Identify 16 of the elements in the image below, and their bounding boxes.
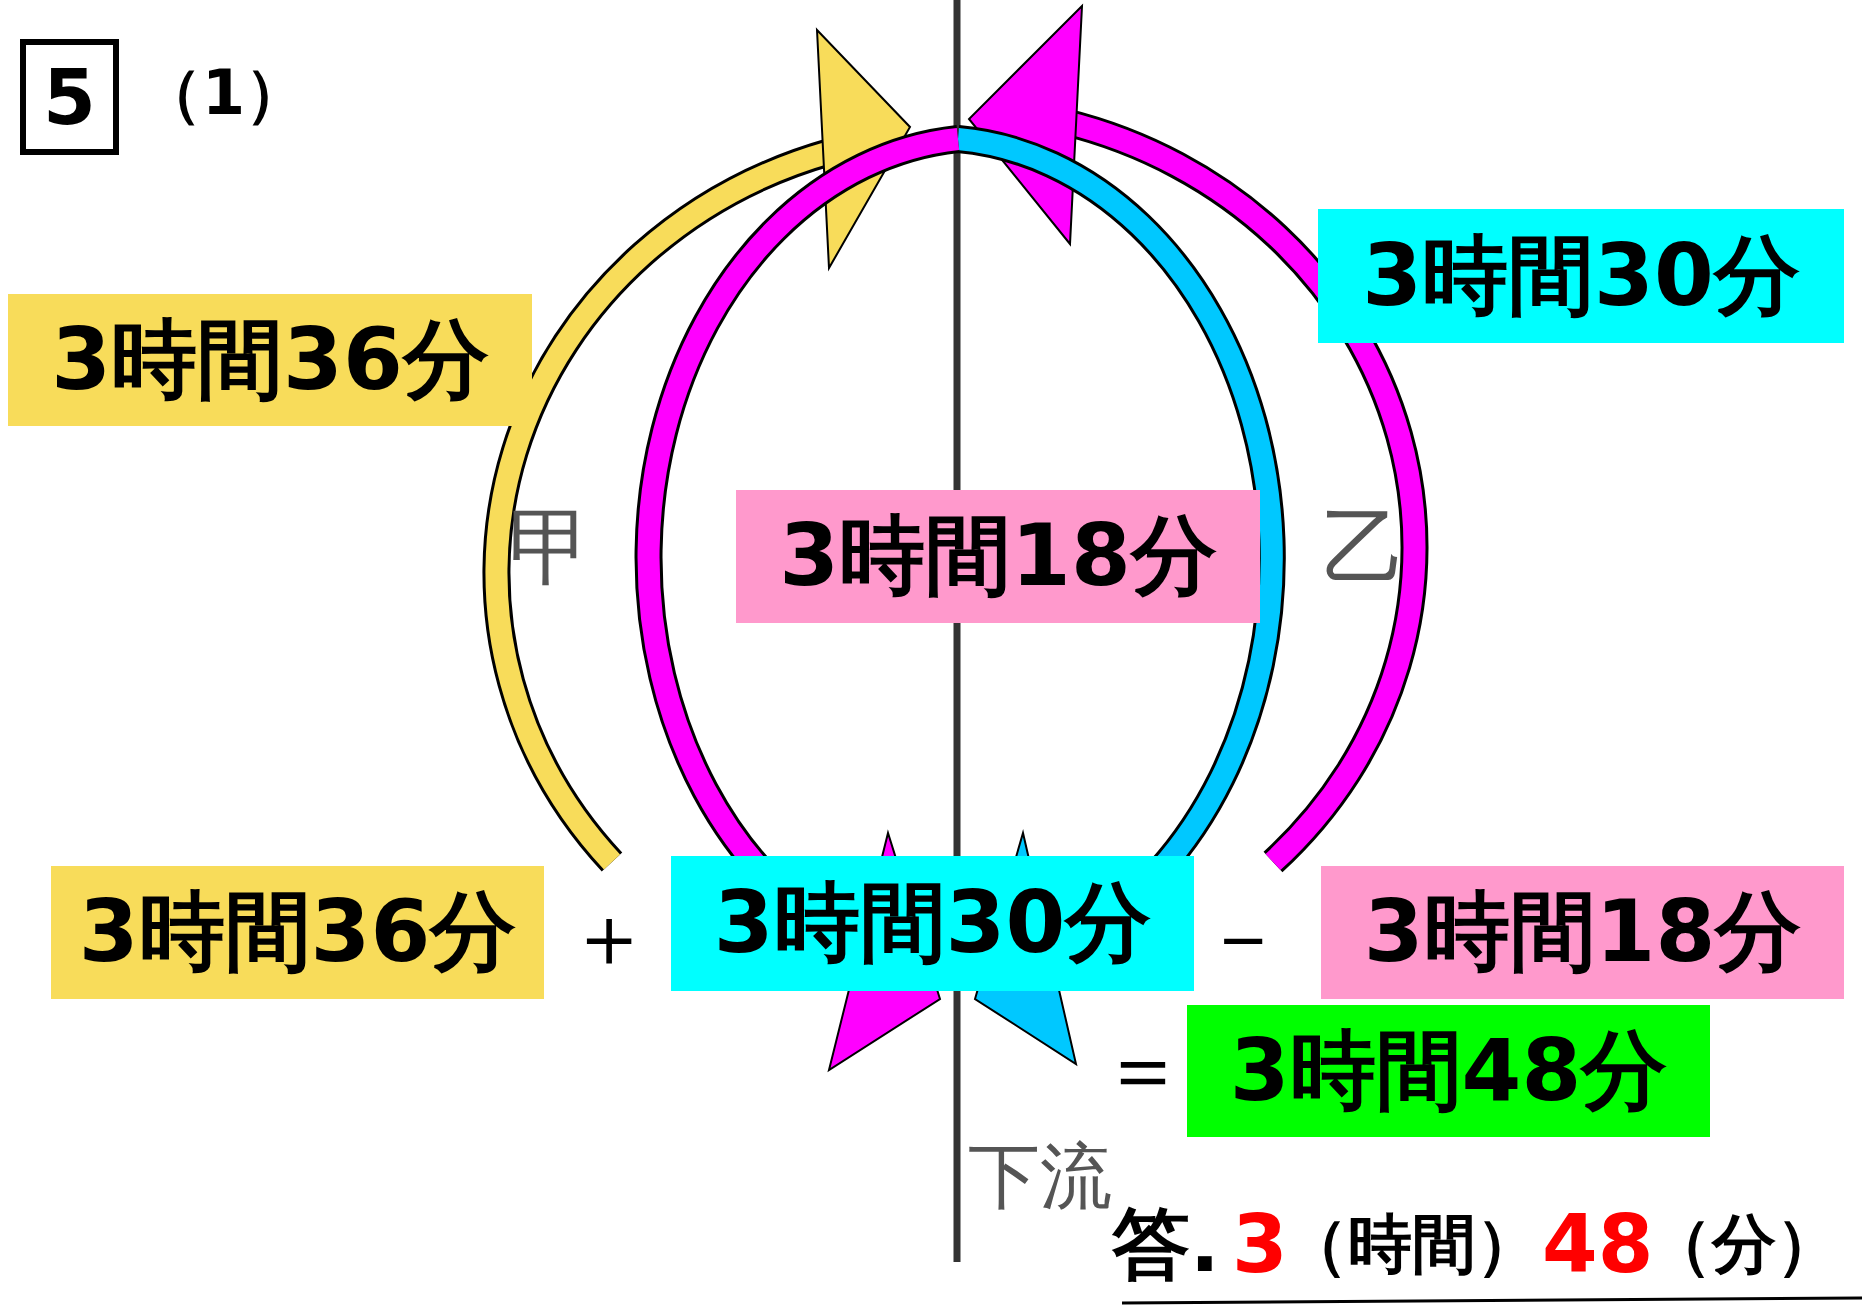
time-box: 3時間18分 xyxy=(1321,866,1844,999)
time-box: 3時間18分 xyxy=(736,490,1260,623)
place-label: 下流 xyxy=(968,1140,1112,1212)
time-box: 3時間36分 xyxy=(51,866,544,999)
place-label: 乙 xyxy=(1322,505,1406,589)
time-box: 3時間36分 xyxy=(8,294,532,426)
operator: ＝ xyxy=(1100,1025,1186,1111)
place-label: 甲 xyxy=(508,505,592,589)
question-number: （1） xyxy=(140,62,308,124)
operator: － xyxy=(1200,893,1286,979)
answer-label: 答. xyxy=(1112,1205,1220,1283)
result-box: 3時間48分 xyxy=(1187,1005,1710,1137)
time-box: 3時間30分 xyxy=(1318,209,1844,343)
number-box: 5 xyxy=(20,39,119,155)
time-box: 3時間30分 xyxy=(671,856,1194,991)
operator: ＋ xyxy=(566,893,652,979)
